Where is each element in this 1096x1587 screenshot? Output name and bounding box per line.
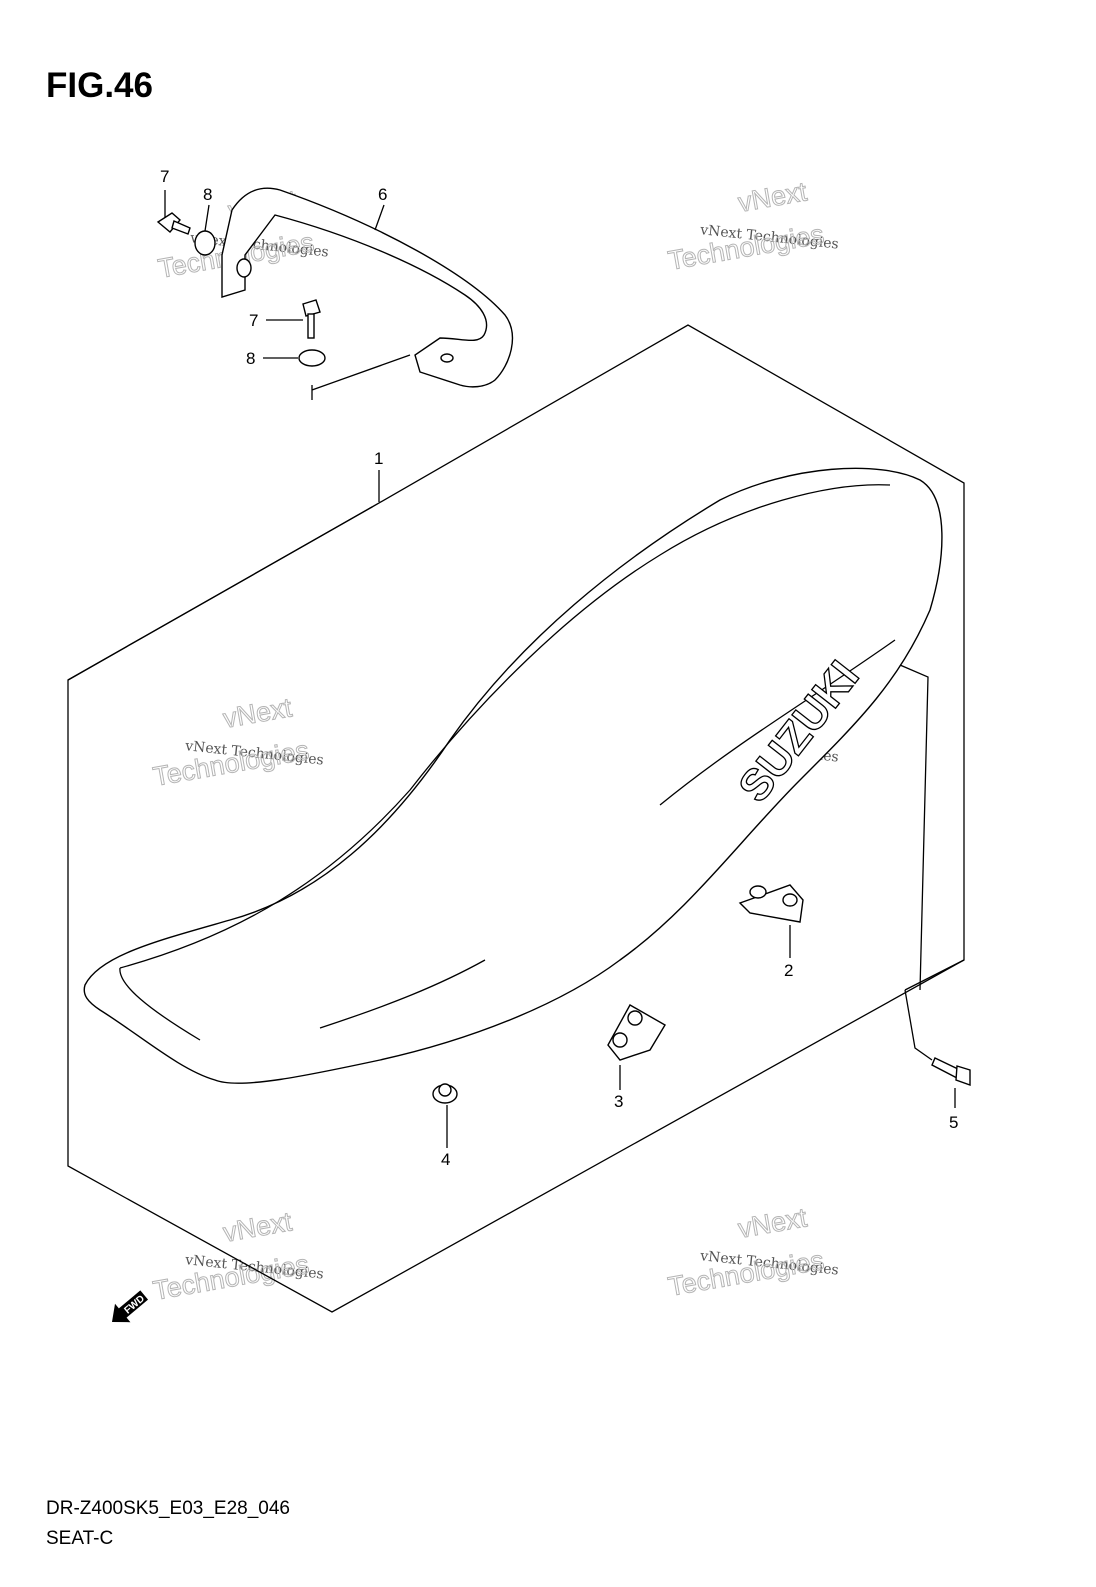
callout-3: 3 [614,1092,623,1111]
callout-8-top: 8 [203,185,212,204]
forward-arrow-icon: FWD [112,1290,149,1323]
watermark-top: vNext [736,1202,810,1244]
bolt-part-5 [931,1057,971,1086]
bolt-part-7a [156,212,191,235]
callout-1: 1 [374,449,383,468]
assembly-box-inner-edge [67,506,965,991]
callout-5: 5 [949,1113,958,1132]
callout-leaders [164,190,956,1148]
callout-6: 6 [378,185,387,204]
bolt-part-7b [302,299,321,339]
watermark-top: vNext [221,692,295,734]
assembly-box-outline [67,324,965,1313]
seat-strap-part [221,187,514,388]
callout-4: 4 [441,1150,450,1169]
callout-7-lower: 7 [249,311,258,330]
watermark-top: vNext [736,176,810,218]
callout-2: 2 [784,961,793,980]
grommet-part-4 [432,1083,458,1104]
figure-title: FIG.46 [46,66,153,105]
washer-part-8a [194,230,216,256]
callout-7-top: 7 [160,167,169,186]
section-name: SEAT-C [46,1528,114,1549]
seat-clip-part-2 [738,884,804,923]
diagram-code: DR-Z400SK5_E03_E28_046 [46,1498,291,1519]
callout-8-lower: 8 [246,349,255,368]
watermark-top: vNext [221,1206,295,1248]
seat-clip-part-3 [607,1004,666,1061]
strap-leader-lines [311,354,411,400]
washer-part-8b [298,349,326,367]
